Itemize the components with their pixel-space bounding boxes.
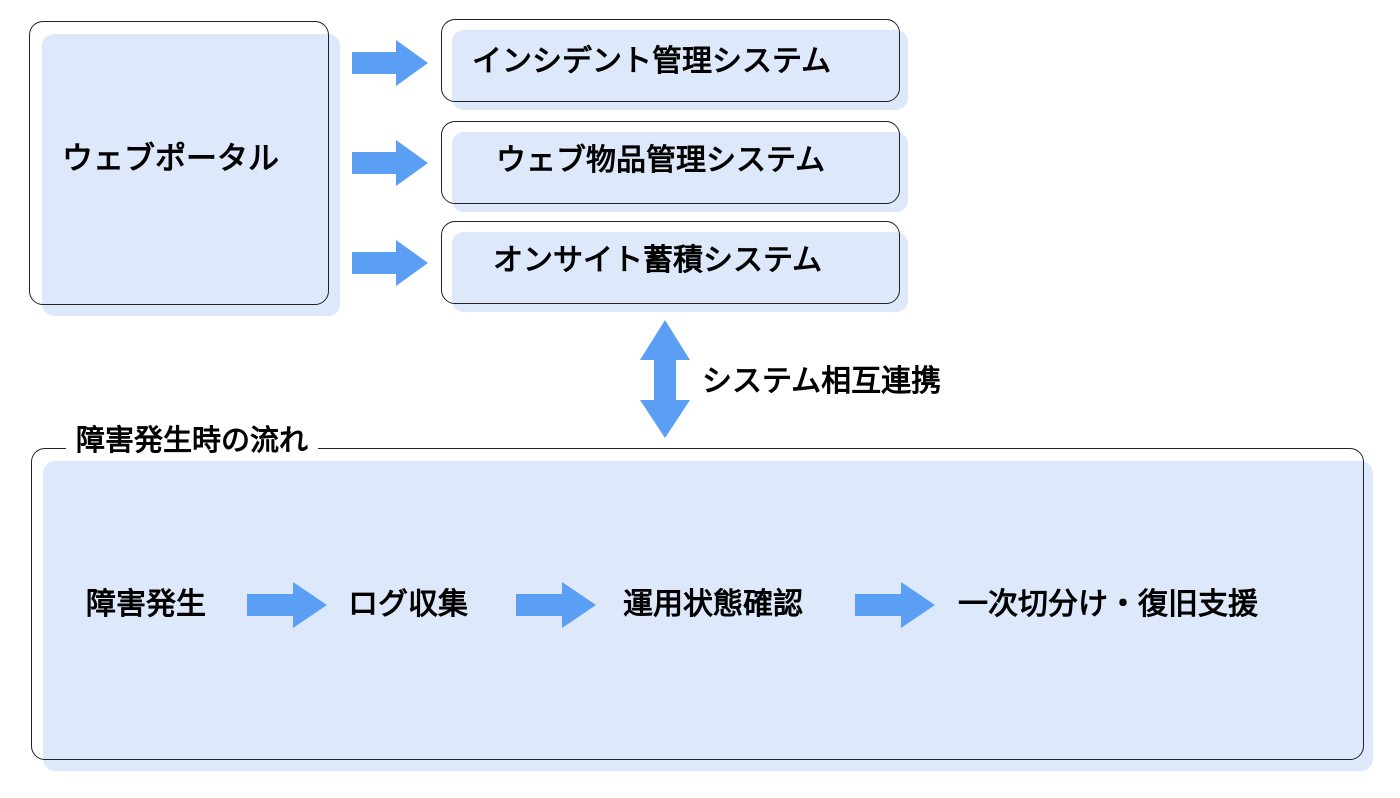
right-arrow-icon [855,582,935,628]
right-arrow-icon [247,582,327,628]
system-label-onsite: オンサイト蓄積システム [493,243,823,278]
link-label: システム相互連携 [702,364,942,399]
portal-box-fill [42,34,340,316]
system-box-fill [452,232,908,312]
system-label-incident: インシデント管理システム [472,44,832,79]
system-box-fill [452,30,908,110]
flow-step-4: 一次切分け・復旧支援 [958,587,1258,622]
system-label-inventory: ウェブ物品管理システム [496,143,826,178]
right-arrow-icon [352,40,428,86]
portal-label: ウェブポータル [62,141,279,177]
flow-title: 障害発生時の流れ [66,426,319,455]
right-arrow-icon [352,140,428,186]
system-box-incident [441,19,900,102]
flow-step-3: 運用状態確認 [623,587,803,622]
bidirectional-arrow-icon [640,320,690,438]
flow-step-1: 障害発生 [86,587,206,622]
system-box-fill [452,132,908,212]
flow-step-2: ログ収集 [348,587,468,622]
system-box-inventory [441,121,900,204]
right-arrow-icon [352,240,428,286]
flow-box [31,448,1364,760]
system-box-onsite [441,221,900,304]
portal-box [29,21,329,305]
right-arrow-icon [516,582,596,628]
